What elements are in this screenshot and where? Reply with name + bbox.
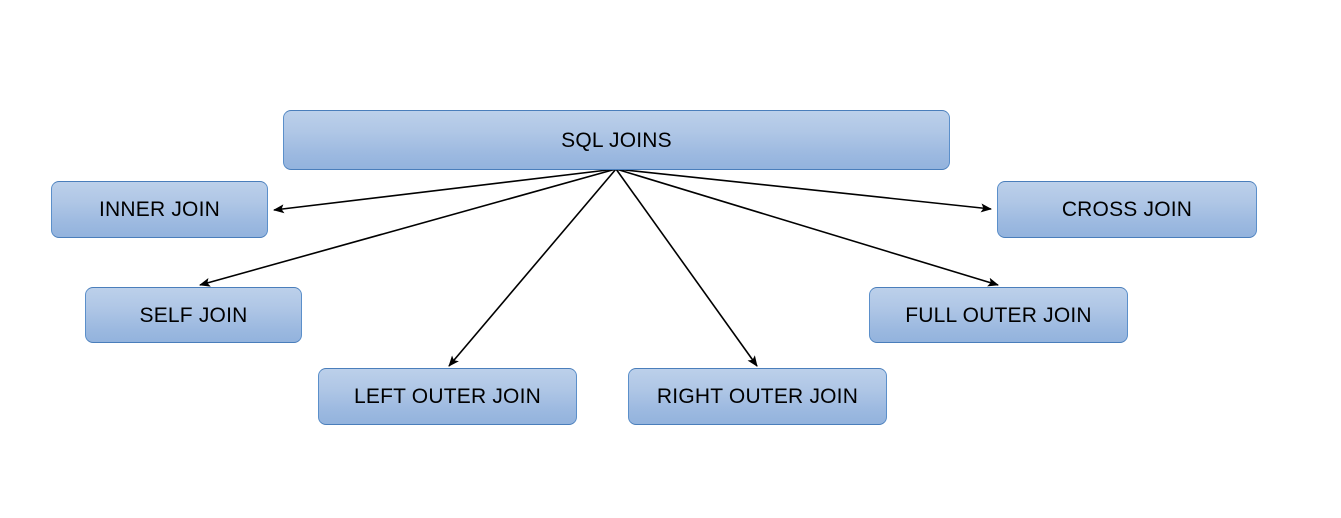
node-right-outer-join[interactable]: RIGHT OUTER JOIN bbox=[628, 368, 887, 425]
connector-root-to-rightouter bbox=[615, 168, 758, 367]
connector-root-to-inner bbox=[273, 168, 617, 214]
node-inner-join[interactable]: INNER JOIN bbox=[51, 181, 268, 238]
node-left-outer-join[interactable]: LEFT OUTER JOIN bbox=[318, 368, 577, 425]
node-label-self-join: SELF JOIN bbox=[139, 303, 248, 327]
node-cross-join[interactable]: CROSS JOIN bbox=[997, 181, 1257, 238]
node-self-join[interactable]: SELF JOIN bbox=[85, 287, 302, 343]
node-label-cross-join: CROSS JOIN bbox=[1061, 198, 1193, 221]
node-full-outer-join[interactable]: FULL OUTER JOIN bbox=[869, 287, 1128, 343]
node-label-full-outer-join: FULL OUTER JOIN bbox=[905, 303, 1092, 327]
connector-root-to-fullouter bbox=[615, 168, 999, 287]
node-label-left-outer-join: LEFT OUTER JOIN bbox=[354, 385, 541, 408]
node-sql-joins[interactable]: SQL JOINS bbox=[283, 110, 950, 170]
node-label-right-outer-join: RIGHT OUTER JOIN bbox=[656, 385, 859, 408]
connector-root-to-cross bbox=[615, 168, 992, 213]
node-label-sql-joins: SQL JOINS bbox=[561, 128, 672, 152]
node-label-inner-join: INNER JOIN bbox=[98, 198, 220, 221]
connector-root-to-self bbox=[199, 168, 617, 287]
connector-root-to-leftouter bbox=[448, 168, 617, 367]
